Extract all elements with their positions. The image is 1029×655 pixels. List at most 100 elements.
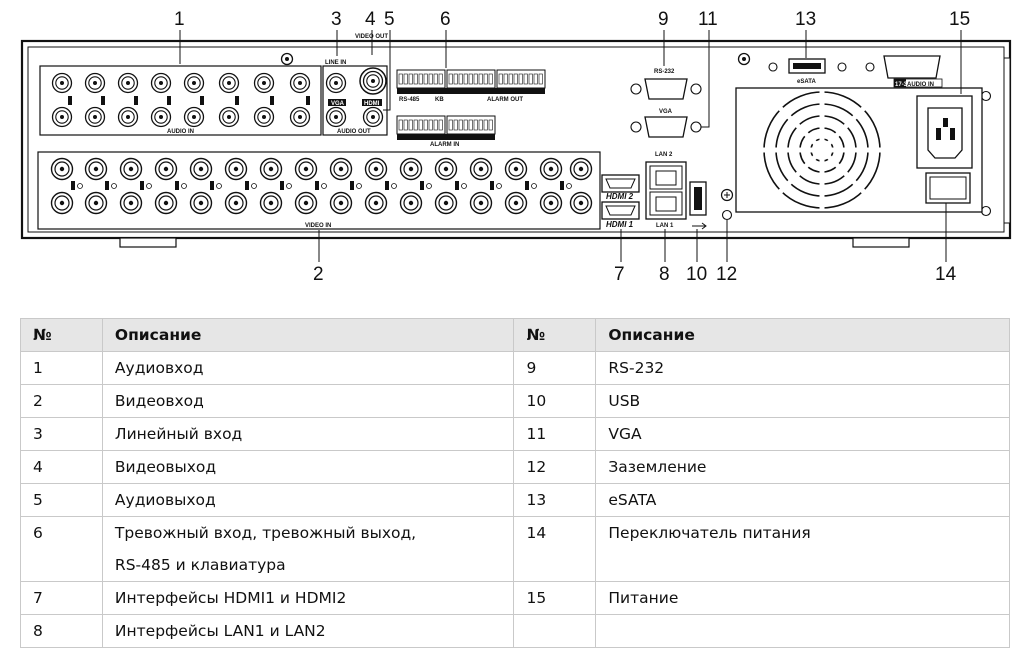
audio-out-label: AUDIO OUT [337, 129, 371, 135]
hdmi2-label: HDMI 2 [606, 192, 634, 201]
row-number: 13 [513, 483, 597, 517]
hdmi-ports [601, 174, 640, 220]
table-header-row: № Описание № Описание [20, 318, 1010, 352]
callout-4: 4 [365, 9, 376, 30]
row-description: Заземление [595, 450, 1010, 484]
audio-in-label: AUDIO IN [167, 129, 194, 135]
table-row: 8 Интерфейсы LAN1 и LAN2 [20, 614, 1010, 648]
alarm-in-label: ALARM IN [430, 142, 459, 148]
row-number: 8 [20, 614, 103, 648]
callout-7: 7 [614, 264, 625, 285]
chassis-screws [280, 52, 992, 217]
hdmi1-label: HDMI 1 [606, 220, 634, 229]
callout-15: 15 [949, 9, 970, 30]
row-description-line: Линейный вход [114, 425, 243, 443]
av-out-panel [322, 65, 388, 136]
audio-in-panel [39, 65, 322, 136]
callout-10: 10 [686, 264, 707, 285]
fan-grille [762, 90, 882, 210]
rs485-label: RS-485 [399, 97, 420, 103]
video-in-label: VIDEO IN [305, 223, 331, 229]
row-description: Аудиовыход [101, 483, 515, 517]
rs232-port [630, 78, 702, 100]
callout-14: 14 [935, 264, 957, 285]
lan-ports [645, 161, 687, 220]
row-number: 3 [20, 417, 103, 451]
row-number: 12 [513, 450, 597, 484]
row-description-line: Тревожный вход, тревожный выход, [114, 524, 417, 542]
rear-panel-diagram: AUDIO IN LINE IN VIDEO OUT VGA HDMI AUDI… [20, 9, 1012, 285]
row-number [513, 614, 597, 648]
row-description: RS-232 [595, 351, 1010, 385]
callout-6: 6 [440, 9, 451, 30]
row-description-line: Интерфейсы HDMI1 и HDMI2 [114, 589, 347, 607]
callout-8: 8 [659, 264, 670, 285]
row-description: Линейный вход [101, 417, 515, 451]
video-in-connectors [50, 157, 593, 215]
hdmi-tag: HDMI [364, 101, 380, 107]
row-description: Переключатель питания [595, 516, 1010, 582]
row-description: Видеовход [101, 384, 515, 418]
callout-1: 1 [174, 9, 185, 30]
row-description: Аудиовход [101, 351, 515, 385]
row-description-line: Видеовыход [114, 458, 217, 476]
table-row: 6 Тревожный вход, тревожный выход, RS-485 … [20, 516, 1010, 582]
row-description-line: Видеовход [114, 392, 204, 410]
row-description: eSATA [595, 483, 1010, 517]
callout-3: 3 [331, 9, 342, 30]
power-switch [925, 172, 971, 204]
header-description-2: Описание [595, 318, 1010, 352]
callout-2: 2 [313, 264, 324, 285]
row-number: 6 [20, 516, 103, 582]
row-description: Питание [595, 581, 1010, 615]
audio-in-connectors [51, 72, 311, 128]
foot-right [852, 237, 910, 248]
row-description: Интерфейсы LAN1 и LAN2 [101, 614, 515, 648]
row-description-line: Интерфейсы LAN1 и LAN2 [114, 622, 326, 640]
audio-top-tag: 17-32 [895, 82, 911, 88]
row-number: 7 [20, 581, 103, 615]
vga-label: VGA [659, 109, 673, 115]
vga-tag: VGA [331, 101, 345, 107]
row-number: 15 [513, 581, 597, 615]
row-number: 2 [20, 384, 103, 418]
row-description-line: Аудиовход [114, 359, 204, 377]
row-description-line: RS-485 и клавиатура [114, 556, 286, 574]
row-description: Интерфейсы HDMI1 и HDMI2 [101, 581, 515, 615]
row-description: USB [595, 384, 1010, 418]
alarm-out-label: ALARM OUT [487, 97, 523, 103]
vga-port [630, 116, 702, 138]
row-description: Тревожный вход, тревожный выход, RS-485 и… [101, 516, 515, 582]
foot-left [119, 237, 177, 248]
audio-top-label: AUDIO IN [907, 82, 934, 88]
row-number: 5 [20, 483, 103, 517]
usb-port [689, 181, 707, 230]
header-number-2: № [513, 318, 597, 352]
row-number: 4 [20, 450, 103, 484]
callout-12: 12 [716, 264, 737, 285]
callout-11: 11 [698, 9, 718, 30]
lan2-label: LAN 2 [655, 152, 673, 158]
rack-ear [1003, 57, 1011, 224]
rs232-label: RS-232 [654, 69, 675, 75]
row-description: Видеовыход [101, 450, 515, 484]
callout-5: 5 [384, 9, 395, 30]
row-description-line: Аудиовыход [114, 491, 216, 509]
callout-13: 13 [795, 9, 816, 30]
esata-label: eSATA [797, 79, 816, 85]
row-description: VGA [595, 417, 1010, 451]
power-socket [916, 95, 973, 169]
row-description [595, 614, 1010, 648]
line-in-label: LINE IN [325, 60, 346, 66]
lan1-label: LAN 1 [656, 223, 674, 229]
header-description-1: Описание [101, 318, 515, 352]
row-number: 11 [513, 417, 597, 451]
kb-label: KB [435, 97, 444, 103]
